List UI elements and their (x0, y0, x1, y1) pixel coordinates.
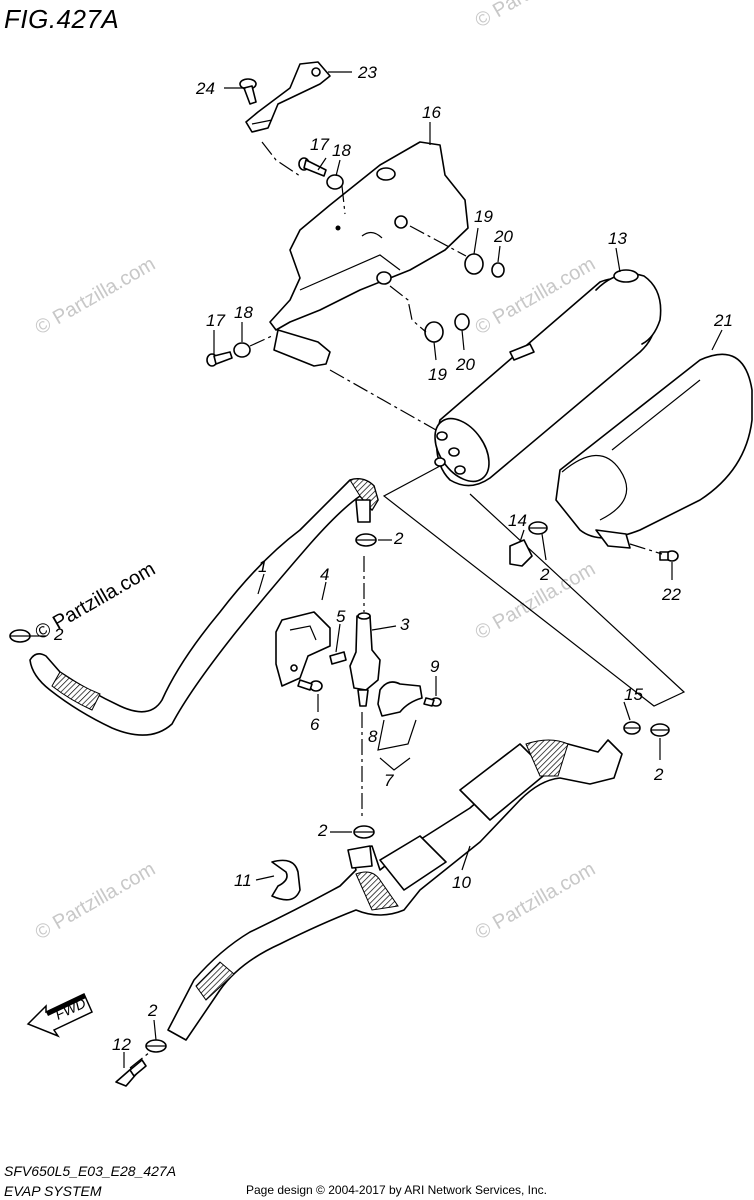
grommet-part-19-upper (464, 253, 484, 275)
leader-line (409, 225, 467, 257)
clamp-part-2-cap (528, 521, 548, 535)
hose-part-1 (29, 478, 379, 736)
callout-21: 21 (713, 311, 733, 330)
fwd-arrow: FWD (26, 992, 93, 1038)
bracket-7-leader (379, 757, 411, 771)
canister-part-13 (434, 269, 662, 487)
callout-12: 12 (112, 1035, 131, 1054)
clip-part-11 (271, 859, 301, 901)
callout-17-top: 17 (310, 135, 329, 154)
washer-part-18-top (326, 174, 344, 190)
grommet-part-19-lower (424, 321, 444, 343)
bracket-part-23 (245, 61, 331, 133)
callout-2-middle: 2 (317, 821, 328, 840)
vent-line (382, 465, 686, 707)
watermark-text: © Partzilla.com (32, 858, 160, 944)
callout-2-right: 2 (653, 765, 664, 784)
callout-13: 13 (608, 229, 627, 248)
callout-19-lower: 19 (428, 365, 447, 384)
callout-17-lower: 17 (206, 311, 225, 330)
bolt-part-17-lower (206, 351, 233, 367)
screw-part-6 (297, 679, 323, 692)
callout-18-lower: 18 (234, 303, 253, 322)
callout-20-upper: 20 (493, 227, 513, 246)
diagram-code: SFV650L5_E03_E28_427A (4, 1163, 176, 1179)
callout-16: 16 (422, 103, 441, 122)
callout-labels: 24 23 16 17 18 19 20 17 18 19 20 13 21 2… (53, 63, 733, 1054)
callout-18-top: 18 (332, 141, 351, 160)
bolt-part-24 (239, 78, 257, 105)
watermark-text: © Partzilla.com (472, 858, 600, 944)
leader-line (261, 141, 301, 177)
callout-24: 24 (195, 79, 215, 98)
callout-23: 23 (357, 63, 377, 82)
clamp-part-2-upper (355, 533, 377, 547)
callout-10: 10 (452, 873, 471, 892)
callout-20-lower: 20 (455, 355, 475, 374)
leader-line (249, 335, 273, 347)
bracket-part-16 (269, 141, 469, 367)
cap-part-14 (509, 539, 533, 567)
leader-line (129, 1051, 151, 1069)
bracket-part-8 (377, 681, 423, 717)
leader-line (329, 369, 437, 431)
valve-part-3 (349, 612, 381, 707)
leader-line (341, 185, 346, 215)
copyright-notice: Page design © 2004-2017 by ARI Network S… (246, 1183, 547, 1197)
section-name: EVAP SYSTEM (4, 1183, 102, 1199)
cover-part-21 (555, 353, 753, 549)
bracket-part-4 (275, 611, 331, 687)
callout-9: 9 (430, 657, 440, 676)
callout-2-upper: 2 (393, 529, 404, 548)
callout-3: 3 (400, 615, 410, 634)
leader-line (389, 285, 427, 333)
cushion-part-5 (329, 651, 347, 665)
callout-8: 8 (368, 727, 378, 746)
screw-part-22 (659, 550, 679, 562)
fitting-part-12 (115, 1059, 147, 1087)
clamp-part-15 (623, 721, 641, 735)
callout-2-bottom: 2 (147, 1001, 158, 1020)
washer-part-18-lower (233, 342, 251, 358)
callout-2-cap: 2 (539, 565, 550, 584)
callout-11: 11 (234, 871, 252, 890)
callout-22: 22 (661, 585, 681, 604)
watermark-text: © Partz (472, 0, 541, 32)
watermark-text: © Partzilla.com (32, 253, 160, 339)
collar-part-20-upper (491, 262, 505, 278)
hose-part-10 (167, 739, 623, 1041)
leader-line (629, 543, 663, 555)
callout-leaders (30, 71, 723, 1068)
callout-14: 14 (508, 511, 527, 530)
clamp-part-2-right (650, 723, 670, 737)
callout-15: 15 (624, 685, 643, 704)
clamp-part-2-middle (353, 825, 375, 839)
clamp-part-2-bottom (145, 1039, 167, 1053)
clamp-part-2-left (9, 629, 31, 643)
bracket-8-leader (377, 719, 417, 751)
callout-2-left: 2 (53, 625, 64, 644)
bolt-part-17-top (298, 157, 327, 177)
callout-1: 1 (258, 557, 267, 576)
callout-19-upper: 19 (474, 207, 493, 226)
callout-5: 5 (336, 607, 346, 626)
figure-title: FIG.427A (4, 4, 119, 34)
callout-7: 7 (384, 771, 394, 790)
callout-6: 6 (310, 715, 320, 734)
watermark-text: © Partzilla.com (472, 558, 600, 644)
collar-part-20-lower (454, 313, 470, 331)
bolt-part-9 (423, 697, 442, 707)
watermark-text: © Partzilla.com (32, 558, 160, 644)
callout-4: 4 (320, 565, 329, 584)
